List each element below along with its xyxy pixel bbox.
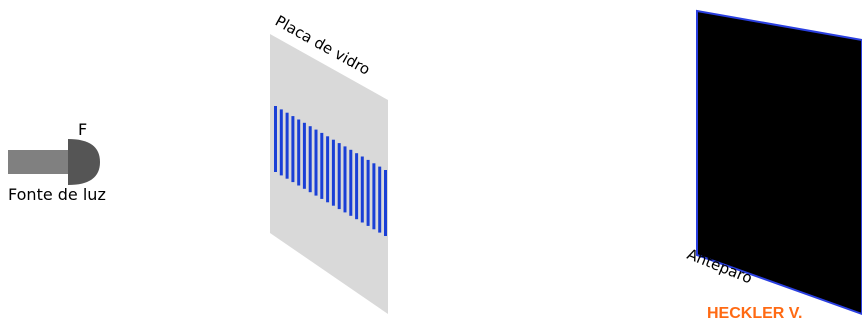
grating-slit xyxy=(297,119,301,186)
grating-slit xyxy=(279,109,283,176)
lamp-head xyxy=(68,139,100,185)
source-label: Fonte de luz xyxy=(8,185,106,204)
grating-slit xyxy=(308,126,312,193)
grating-slit xyxy=(378,166,382,233)
grating-slit xyxy=(349,149,353,216)
grating-slit xyxy=(355,153,359,220)
screen xyxy=(696,9,862,316)
lamp-icon xyxy=(8,139,100,185)
source-letter-label: F xyxy=(78,120,87,139)
grating-slit xyxy=(285,112,289,179)
grating-slit xyxy=(302,122,306,189)
grating-slit xyxy=(291,116,295,183)
diffraction-grating-slits xyxy=(274,106,387,236)
grating-slit xyxy=(326,136,330,203)
lamp-tube xyxy=(8,150,70,174)
grating-slit xyxy=(360,156,364,223)
grating-slit xyxy=(343,146,347,213)
grating-slit xyxy=(372,163,376,230)
grating-slit xyxy=(314,129,318,196)
grating-slit xyxy=(337,143,341,210)
credit-label: HECKLER V. xyxy=(707,305,802,322)
grating-slit xyxy=(331,139,335,206)
grating-slit xyxy=(384,170,387,236)
grating-slit xyxy=(274,106,277,172)
grating-slit xyxy=(320,132,324,199)
grating-slit xyxy=(366,159,370,226)
